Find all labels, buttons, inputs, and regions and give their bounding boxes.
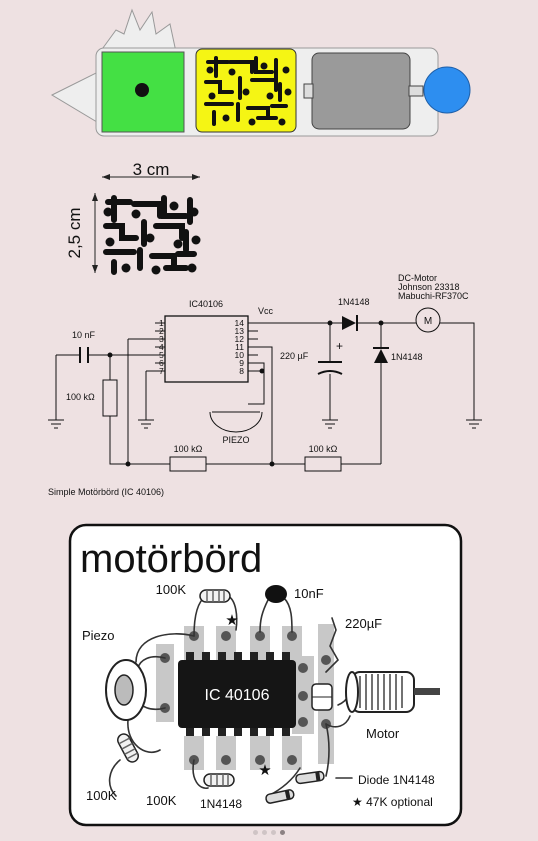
layout-cap-elec [311,683,333,711]
schematic: IC40106 Vcc 1 2 3 4 5 6 7 14 13 12 11 10… [48,273,482,497]
schematic-piezo [209,411,263,433]
pin-label: 6 [159,358,164,368]
layout-cap-label: 10nF [294,586,324,601]
schematic-diode2-label: 1N4148 [391,352,423,362]
schematic-diode-1 [342,316,356,330]
schematic-diode1-label: 1N4148 [338,297,370,307]
schematic-cap-elec-label: 220 µF [280,351,309,361]
pager-dot[interactable] [271,830,276,835]
image-pager[interactable] [0,830,538,835]
pin-label: 8 [239,366,244,376]
layout-res-left [117,733,139,763]
robot-crest [99,8,177,53]
layout-res-top [199,589,231,603]
pin-label: 2 [159,326,164,336]
layout-res-bottom-label: 100K [146,793,177,808]
layout-motor [345,671,440,713]
schematic-res-left-label: 100 kΩ [66,392,95,402]
layout-ic: IC 40106 [178,652,296,736]
pin-label: 14 [235,318,245,328]
layout-res-left-label: 100K [86,788,117,803]
pin-label: 7 [159,366,164,376]
layout-cap [265,585,287,603]
schematic-motor-symbol: M [424,316,432,327]
layout-optional-label: ★ 47K optional [352,795,433,809]
robot-motor [311,52,411,130]
schematic-motor-model1: Johnson 23318 [398,282,460,292]
pcb-width-label: 3 cm [133,160,170,179]
layout-motor-label: Motor [366,726,400,741]
pager-dot[interactable] [262,830,267,835]
layout-pads [160,631,331,765]
layout-piezo-label: Piezo [82,628,115,643]
star-icon: ★ [225,612,238,629]
schematic-ic-box [164,315,249,383]
schematic-res-bottom2-label: 100 kΩ [309,444,338,454]
robot-eye [135,83,149,97]
pager-dot[interactable] [253,830,258,835]
schematic-motor-title: DC-Motor [398,273,437,283]
schematic-diode-2 [374,349,388,363]
pin-label: 12 [235,334,245,344]
pin-label: 1 [159,318,164,328]
robot-wheel [423,66,471,114]
layout-title: motörbörd [80,537,262,581]
layout-ic-label: IC 40106 [205,687,270,704]
schematic-motor [415,307,441,333]
schematic-caption: Simple Motörbörd (IC 40106) [48,487,164,497]
layout-diode-right [295,770,325,785]
pin-label: 4 [159,342,164,352]
pin-label: 10 [235,350,245,360]
star-icon: ★ [258,762,271,779]
layout-cap-elec-label: 220µF [345,616,382,631]
schematic-vcc-label: Vcc [258,306,274,316]
layout-res-top-label: 100K [156,582,187,597]
plus-icon: + [336,339,343,353]
schematic-piezo-label: PIEZO [222,435,249,445]
pcb-pads [103,201,201,275]
pin-label: 9 [239,358,244,368]
pin-label: 13 [235,326,245,336]
schematic-res-bottom1-label: 100 kΩ [174,444,203,454]
layout-diode-left [265,789,295,804]
pin-label: 11 [235,342,244,352]
schematic-motor-model2: Mabuchi-RF370C [398,291,469,301]
pin-label: 5 [159,350,164,360]
layout-diode-left-label: 1N4148 [200,797,242,811]
schematic-cap-in-label: 10 nF [72,330,96,340]
layout-card: motörbörd [68,523,463,827]
schematic-ic-label: IC40106 [189,299,223,309]
pcb-height-label: 2,5 cm [65,207,84,258]
pager-dot-active[interactable] [280,830,285,835]
layout-res-bottom [203,773,235,787]
robot-beak [50,69,103,126]
robot-illustration [50,8,471,137]
pin-label: 3 [159,334,164,344]
pcb-traces [103,195,197,275]
layout-diode-right-label: Diode 1N4148 [358,773,435,787]
pcb-dimension-drawing: 3 cm 2,5 cm [65,160,201,275]
layout-piezo [105,659,147,721]
